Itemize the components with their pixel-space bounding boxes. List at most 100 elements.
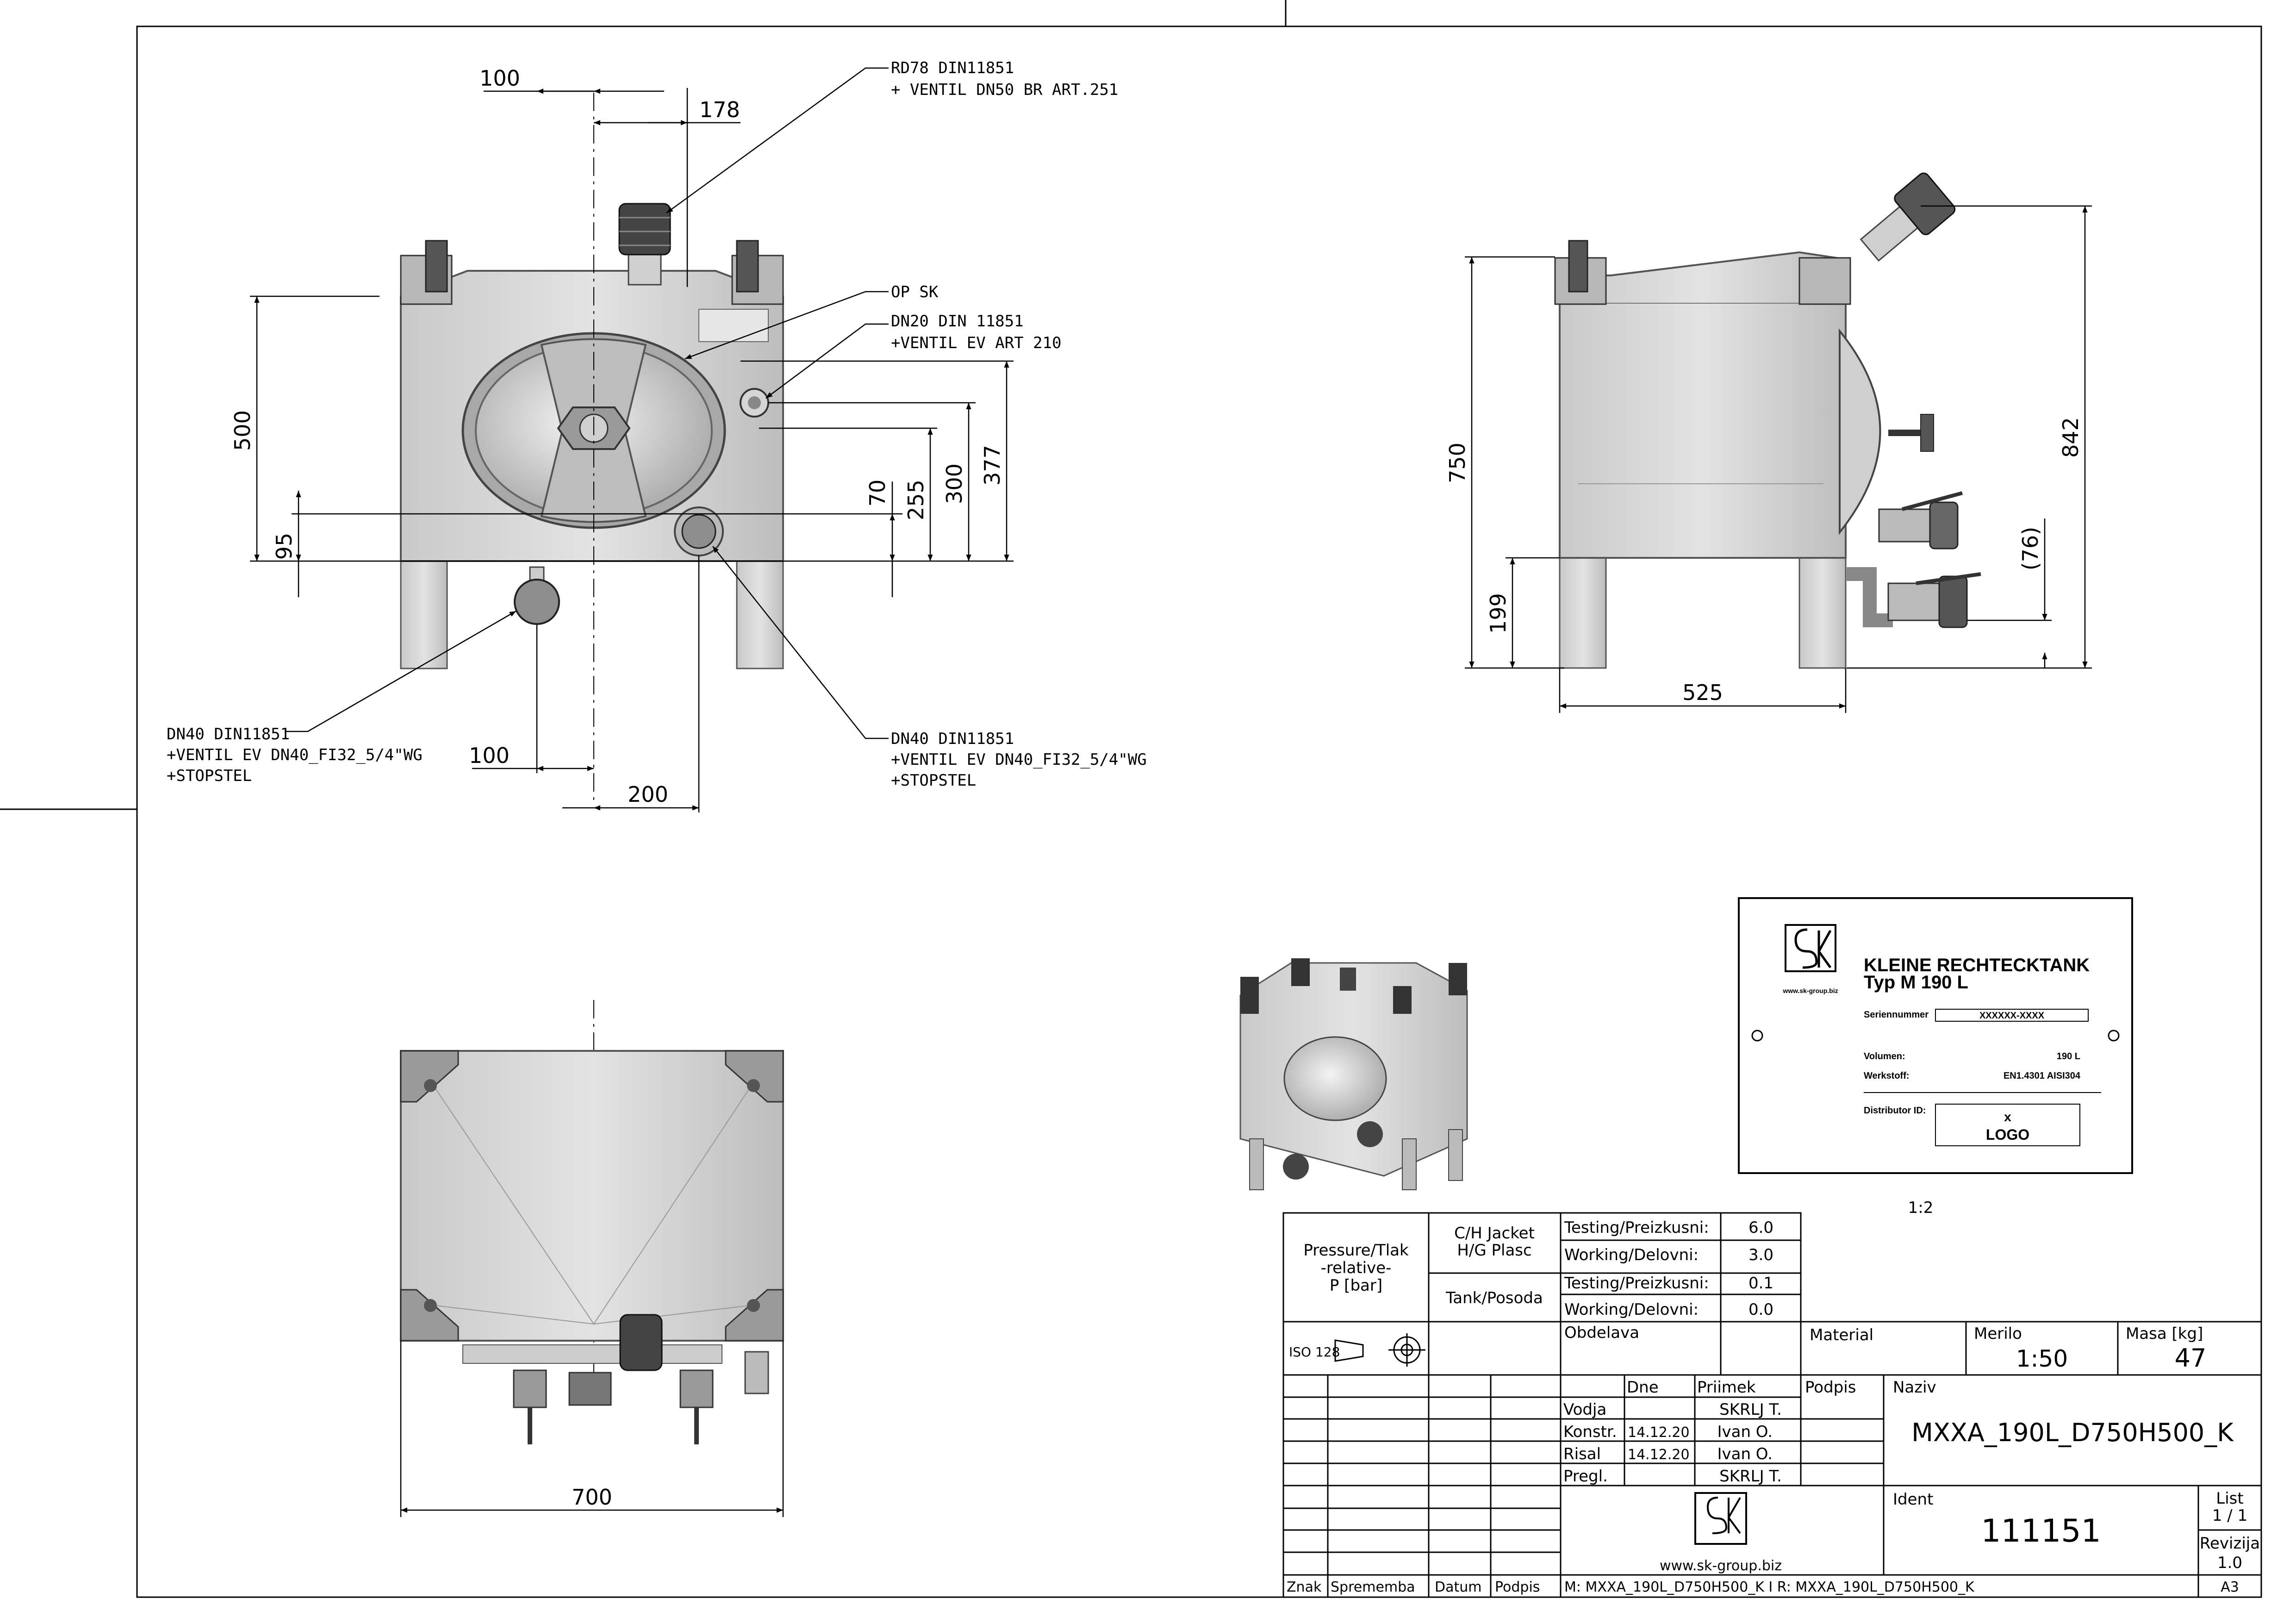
- ident-value: 111151: [1981, 1513, 2101, 1549]
- pressure-label-3: P [bar]: [1330, 1276, 1382, 1295]
- werkstoff-value: EN1.4301 AISI304: [2004, 1071, 2081, 1081]
- distributor-logo: LOGO: [1986, 1126, 2029, 1143]
- working2-value: 0.0: [1748, 1300, 1773, 1319]
- dim-95: 95: [272, 533, 297, 560]
- callout-dn40-left-line2: +VENTIL EV DN40_FI32_5/4"WG: [167, 746, 423, 764]
- pressure-label-2: -relative-: [1321, 1259, 1392, 1277]
- ident-label: Ident: [1893, 1490, 1933, 1509]
- testing2-value: 0.1: [1748, 1274, 1773, 1293]
- dim-842: 842: [2058, 417, 2083, 458]
- callout-rd78-line2: + VENTIL DN50 BR ART.251: [891, 81, 1118, 99]
- front-dimension-lines: [250, 88, 1014, 812]
- nameplate-logo-url: www.sk-group.biz: [1782, 987, 1838, 994]
- vodja-name: SKRLJ T.: [1719, 1400, 1782, 1419]
- list-label: List: [2216, 1489, 2243, 1508]
- dim-100-bottom: 100: [469, 743, 510, 768]
- risal-name: Ivan O.: [1717, 1445, 1773, 1463]
- dim-255: 255: [903, 480, 928, 520]
- dim-525: 525: [1682, 680, 1723, 705]
- dim-500: 500: [230, 410, 255, 451]
- working1-value: 3.0: [1748, 1246, 1773, 1264]
- nameplate-title1: KLEINE RECHTECKTANK: [1864, 955, 2090, 975]
- model-line: M: MXXA_190L_D750H500_K I R: MXXA_190L_D…: [1564, 1579, 1975, 1595]
- pressure-label-1: Pressure/Tlak: [1303, 1241, 1409, 1260]
- callout-dn40-right-line1: DN40 DIN11851: [891, 730, 1014, 748]
- konstr-name: Ivan O.: [1717, 1423, 1773, 1441]
- callout-dn40-left-line1: DN40 DIN11851: [167, 725, 290, 743]
- material-label: Material: [1810, 1326, 1873, 1344]
- revizija-label: Revizija: [2200, 1534, 2260, 1553]
- dim-199: 199: [1486, 593, 1511, 634]
- website: www.sk-group.biz: [1660, 1558, 1782, 1574]
- callout-dn40-left-line3: +STOPSTEL: [167, 767, 252, 785]
- top-view: 700: [400, 1000, 784, 1517]
- datum-label: Datum: [1435, 1579, 1481, 1595]
- pregl-name: SKRLJ T.: [1719, 1467, 1782, 1486]
- merilo-value: 1:50: [2016, 1345, 2068, 1372]
- nameplate-scale: 1:2: [1908, 1199, 1934, 1217]
- working2-label: Working/Delovni:: [1564, 1300, 1699, 1319]
- list-value: 1 / 1: [2212, 1506, 2247, 1525]
- side-view: 750 199 842 (76) 525: [1445, 172, 2092, 713]
- iso-label: ISO 128: [1289, 1344, 1340, 1360]
- side-dimension-lines: [1465, 205, 2092, 713]
- callout-dn20-line2: +VENTIL EV ART 210: [891, 334, 1061, 352]
- dim-100-top: 100: [479, 66, 520, 91]
- konstr-label: Konstr.: [1563, 1423, 1617, 1441]
- dim-178: 178: [699, 97, 740, 122]
- front-leaders: [285, 67, 889, 739]
- testing2-label: Testing/Preizkusni:: [1564, 1274, 1709, 1293]
- risal-label: Risal: [1563, 1445, 1601, 1463]
- volumen-label: Volumen:: [1864, 1051, 1905, 1062]
- znak-label: Znak: [1287, 1579, 1322, 1595]
- callout-rd78-line1: RD78 DIN11851: [891, 59, 1014, 77]
- side-tank-body: [1554, 172, 1981, 669]
- distributor-label: Distributor ID:: [1864, 1106, 1926, 1116]
- callout-dn40-right-line3: +STOPSTEL: [891, 771, 976, 790]
- front-view: 100 178 500 95 70 255 300 377 100 200 RD…: [167, 59, 1147, 812]
- sprememba-label: Sprememba: [1331, 1579, 1415, 1595]
- obdelava-label: Obdelava: [1564, 1324, 1639, 1342]
- dim-750: 750: [1445, 443, 1470, 483]
- testing1-value: 6.0: [1748, 1218, 1773, 1237]
- dim-70: 70: [865, 480, 890, 507]
- jacket-label-2: H/G Plasc: [1457, 1241, 1531, 1260]
- projection-symbol-icon: [1334, 1333, 1425, 1367]
- pregl-label: Pregl.: [1563, 1467, 1608, 1486]
- top-tank-body: [400, 1050, 784, 1444]
- dim-377: 377: [980, 445, 1005, 486]
- podpis-bottom-label: Podpis: [1495, 1579, 1540, 1595]
- dim-300: 300: [942, 463, 967, 504]
- vodja-label: Vodja: [1563, 1400, 1606, 1419]
- seriennummer-value: XXXXXX-XXXX: [1979, 1011, 2045, 1021]
- tank-label: Tank/Posoda: [1445, 1289, 1543, 1307]
- nameplate-title2: Typ M 190 L: [1864, 972, 1968, 993]
- naziv-value: MXXA_190L_D750H500_K: [1911, 1418, 2234, 1447]
- dim-700: 700: [572, 1485, 612, 1510]
- iso-view: [1239, 958, 1468, 1190]
- masa-value: 47: [2175, 1343, 2207, 1373]
- jacket-label-1: C/H Jacket: [1454, 1224, 1535, 1243]
- format-label: A3: [2221, 1579, 2239, 1595]
- risal-date: 14.12.20: [1628, 1447, 1690, 1463]
- seriennummer-label: Seriennummer: [1864, 1010, 1929, 1020]
- callout-dn20-line1: DN20 DIN 11851: [891, 312, 1024, 331]
- top-dimension-lines: [400, 1341, 784, 1517]
- merilo-label: Merilo: [1974, 1324, 2022, 1343]
- podpis-label: Podpis: [1805, 1378, 1856, 1397]
- sk-group-logo: [1694, 1492, 1747, 1545]
- working1-label: Working/Delovni:: [1564, 1246, 1699, 1264]
- revizija-value: 1.0: [2217, 1554, 2242, 1572]
- naziv-label: Naziv: [1893, 1378, 1936, 1397]
- drawing-frame: [0, 0, 2262, 1598]
- masa-label: Masa [kg]: [2126, 1324, 2203, 1343]
- werkstoff-label: Werkstoff:: [1864, 1071, 1910, 1081]
- priimek-label: Priimek: [1697, 1378, 1756, 1397]
- distributor-x: x: [2004, 1110, 2011, 1124]
- dim-200: 200: [628, 782, 668, 807]
- dne-label: Dne: [1627, 1378, 1659, 1397]
- callout-dn40-right-line2: +VENTIL EV DN40_FI32_5/4"WG: [891, 750, 1147, 769]
- front-tank-body: [400, 203, 784, 669]
- konstr-date: 14.12.20: [1628, 1424, 1690, 1441]
